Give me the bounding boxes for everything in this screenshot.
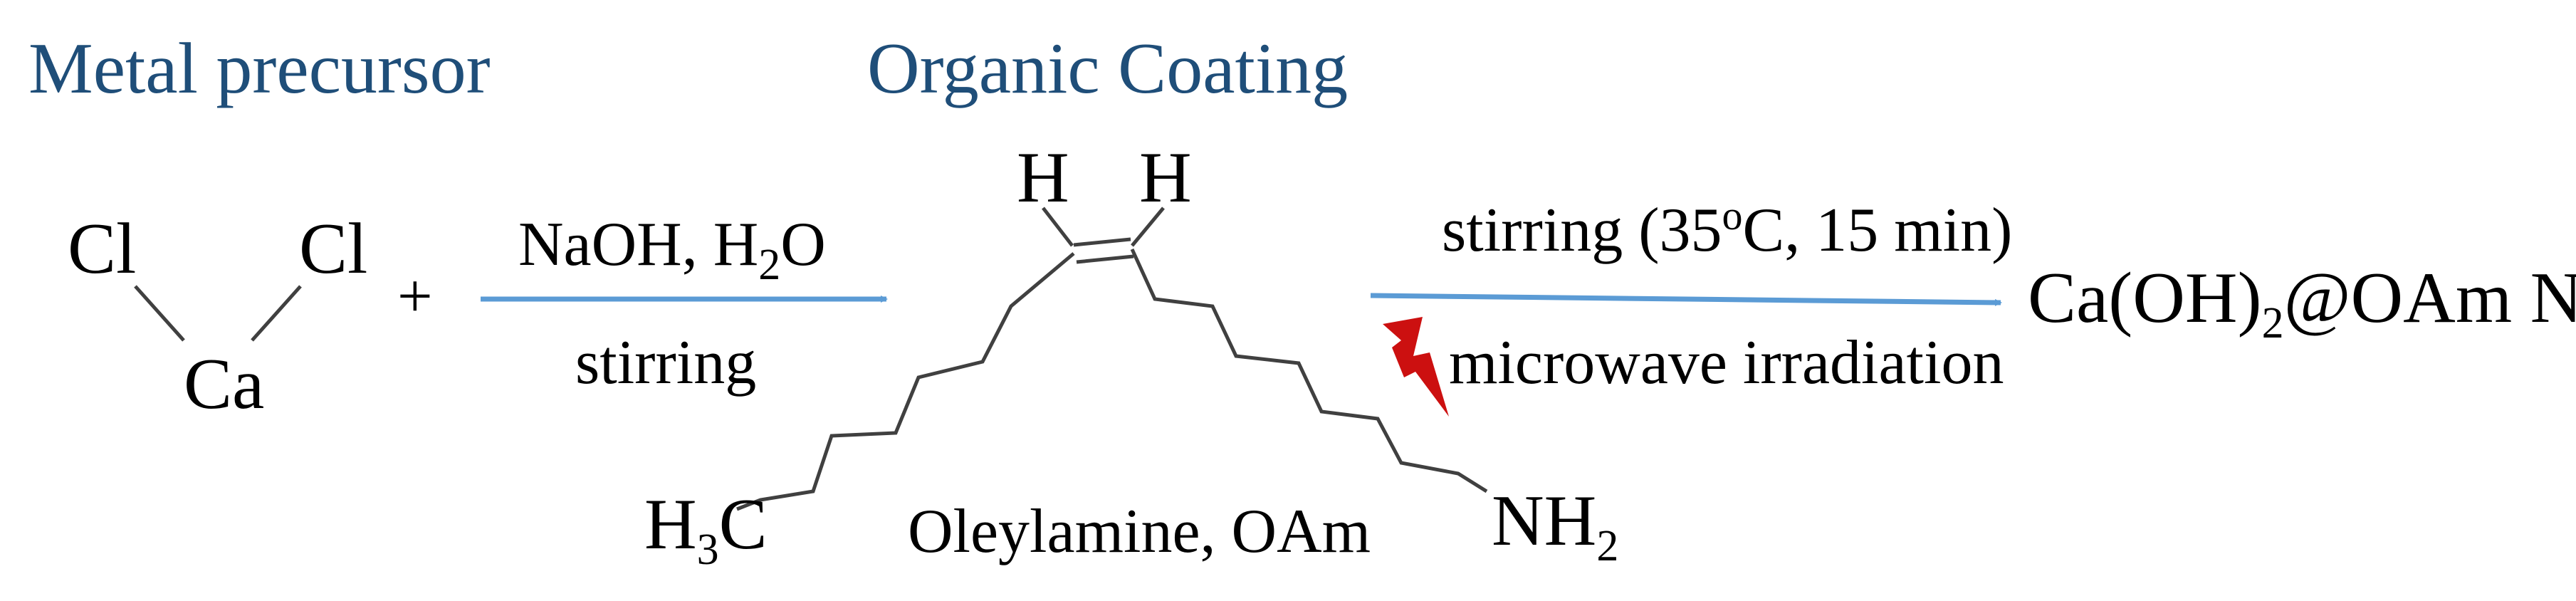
atom-cl-left: Cl (68, 209, 136, 289)
chain-left (736, 252, 1075, 511)
bond-cl-ca-left (134, 285, 185, 342)
atom-cl-right: Cl (299, 209, 367, 289)
product-label: Ca(OH)2@OAm NPs (2028, 258, 2576, 347)
heading-metal-precursor: Metal precursor (28, 28, 491, 109)
group-ch3: H3C (644, 484, 768, 574)
lightning-bolt-icon (1383, 317, 1449, 417)
bond-h-left (1042, 207, 1074, 247)
reaction-arrow-2 (1370, 293, 2002, 306)
heading-organic-coating: Organic Coating (867, 28, 1348, 109)
step1-condition: stirring (575, 328, 756, 397)
step2-method: microwave irradiation (1449, 328, 2004, 397)
plus-sign: + (397, 262, 433, 331)
step1-reagent: NaOH, H2O (518, 210, 826, 289)
chain-right (1130, 248, 1488, 493)
bond-h-right (1131, 207, 1165, 247)
double-bond-upper (1073, 237, 1131, 247)
oleylamine-name: Oleylamine, OAm (908, 497, 1371, 566)
oleylamine-structure: H H H3C NH2 Oleylamine, OAm (644, 137, 1618, 574)
atom-ca: Ca (184, 344, 264, 424)
group-nh2: NH2 (1492, 481, 1618, 570)
step2-condition: stirring (35oC, 15 min) (1442, 192, 2012, 265)
bond-cl-ca-right (251, 285, 302, 342)
atom-h-left: H (1017, 137, 1069, 218)
atom-h-right: H (1139, 137, 1192, 218)
double-bond-lower (1076, 254, 1134, 264)
cacl2-structure: Cl Cl Ca (68, 209, 367, 424)
